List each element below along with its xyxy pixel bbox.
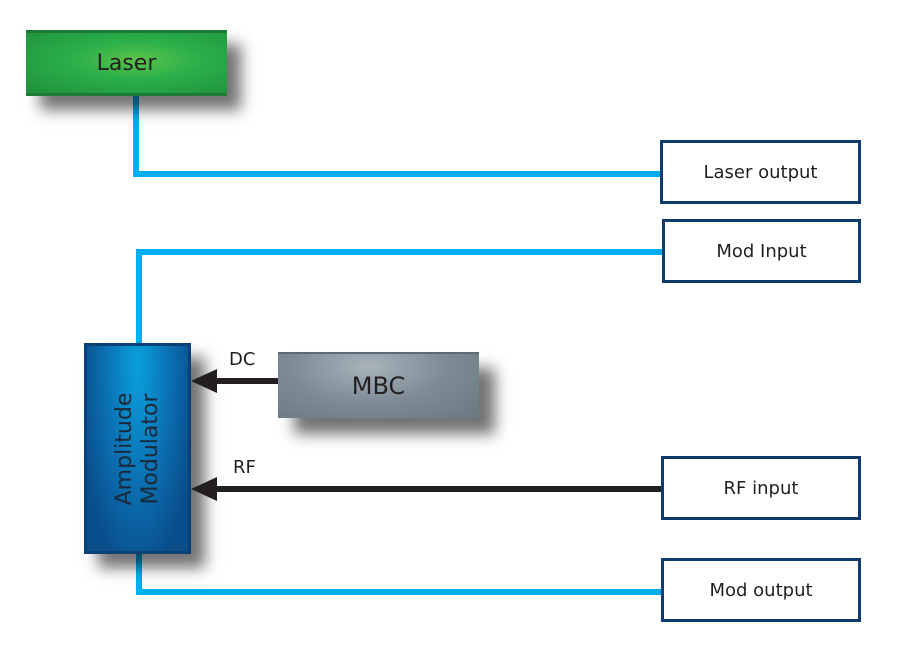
rf-input-port: RF input — [661, 456, 861, 520]
rf-arrow-head-icon — [191, 477, 217, 501]
mod-output-fiber-horizontal — [136, 589, 663, 595]
mod-output-label: Mod output — [709, 579, 813, 601]
mod-input-port: Mod Input — [662, 219, 861, 283]
dc-arrow-shaft — [214, 378, 278, 384]
mbc-label: MBC — [351, 372, 406, 400]
dc-signal-label: DC — [229, 349, 256, 370]
mbc-block: MBC — [278, 352, 479, 418]
laser-output-port: Laser output — [660, 140, 861, 204]
modulator-label-line2: Modulator — [137, 392, 163, 505]
laser-output-label: Laser output — [703, 161, 818, 183]
mod-input-fiber-vertical — [136, 249, 142, 345]
laser-label: Laser — [96, 50, 157, 76]
modulator-label-line1: Amplitude — [111, 392, 137, 505]
rf-arrow-shaft — [214, 486, 663, 492]
mod-output-port: Mod output — [661, 558, 861, 622]
mod-input-fiber-horizontal — [136, 249, 663, 255]
rf-signal-label: RF — [233, 457, 256, 478]
amplitude-modulator-block: Amplitude Modulator — [84, 343, 191, 554]
laser-block: Laser — [26, 30, 227, 96]
modulator-label: Amplitude Modulator — [112, 392, 164, 505]
mod-output-fiber-vertical — [136, 552, 142, 595]
laser-fiber-vertical — [133, 96, 139, 177]
mod-input-label: Mod Input — [716, 240, 807, 262]
dc-arrow-head-icon — [191, 369, 217, 393]
rf-input-label: RF input — [723, 477, 799, 499]
laser-fiber-horizontal — [133, 171, 663, 177]
